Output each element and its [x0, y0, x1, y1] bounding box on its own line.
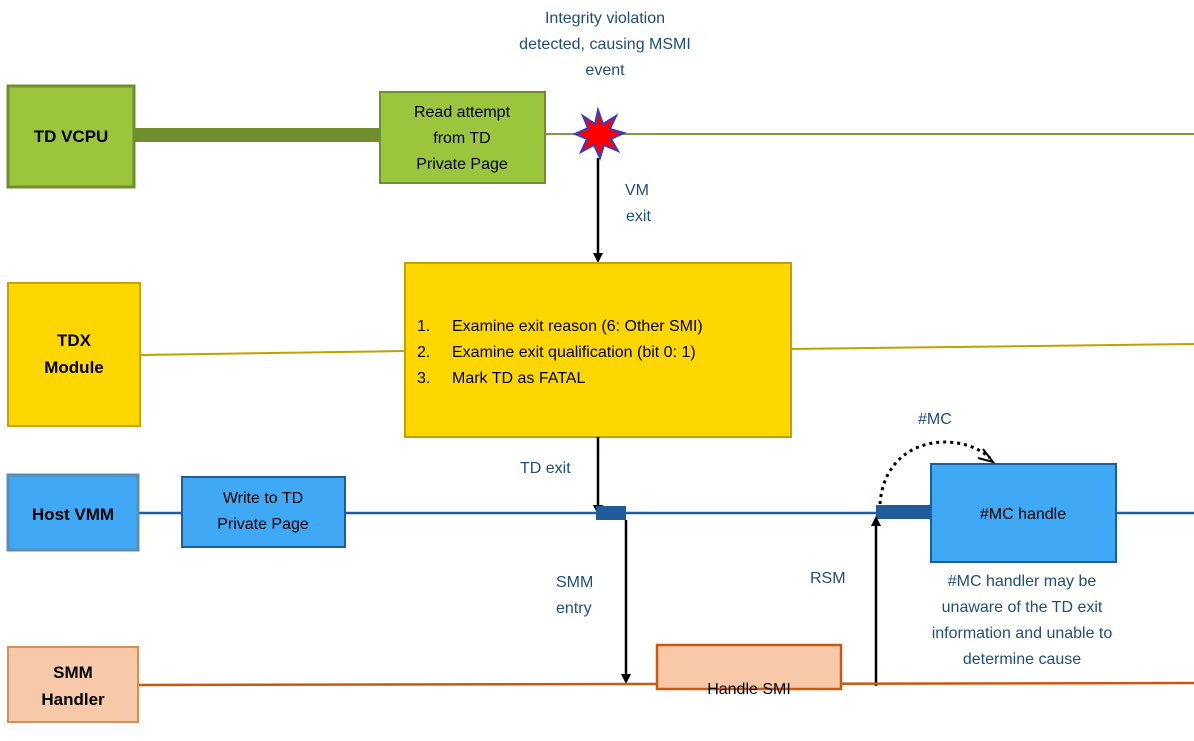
- tdx-step-2-text: Examine exit qualification (bit 0: 1): [452, 344, 696, 361]
- vmm-small-block: [596, 506, 626, 520]
- tdx-timeline-right: [790, 343, 1194, 350]
- tdx-step-2-num: 2.: [417, 344, 430, 361]
- lane-tdx-module: [7, 282, 141, 427]
- vmm-resume-thick: [876, 505, 932, 519]
- mc-dotted-arrowhead: [977, 448, 996, 464]
- lane-smm-handler: [7, 646, 139, 723]
- write-private-box: [181, 476, 346, 548]
- smm-entry-label-line2: entry: [556, 600, 592, 617]
- read-attempt-line2: from TD: [433, 130, 490, 147]
- mc-handle-label: #MC handle: [980, 506, 1066, 523]
- tdx-steps-box: [404, 262, 792, 438]
- mc-label: #MC: [918, 411, 952, 428]
- tdx-step-3-text: Mark TD as FATAL: [452, 370, 585, 387]
- mc-handle-box: [930, 463, 1117, 563]
- mc-note-line2: unaware of the TD exit: [942, 599, 1103, 616]
- lane-smm-handler-line2: Handler: [41, 690, 105, 709]
- rsm-label: RSM: [810, 570, 846, 587]
- read-attempt-box: [379, 91, 546, 184]
- write-private-line2: Private Page: [217, 516, 309, 533]
- td-exit-label: TD exit: [520, 460, 571, 477]
- handle-smi-box-body: [655, 643, 843, 691]
- tdx-timeline-left: [139, 350, 406, 356]
- handle-smi-label: Handle SMI: [707, 681, 791, 698]
- tdx-step-1-num: 1.: [417, 318, 430, 335]
- lane-smm-handler-line1: SMM: [53, 663, 93, 682]
- lane-host-vmm-label: Host VMM: [32, 505, 114, 524]
- lane-td-vcpu: [6, 84, 136, 189]
- tdx-step-1-text: Examine exit reason (6: Other SMI): [452, 318, 703, 335]
- mc-note-line1: #MC handler may be: [948, 573, 1097, 590]
- integrity-note-line3: event: [585, 62, 625, 79]
- lane-tdx-module-line2: Module: [44, 358, 104, 377]
- write-private-line1: Write to TD: [223, 490, 303, 507]
- lane-td-vcpu-label: TD VCPU: [34, 127, 109, 146]
- lane-host-vmm: [6, 473, 140, 552]
- smm-entry-label-line1: SMM: [556, 574, 593, 591]
- lane-tdx-module-line1: TDX: [57, 331, 92, 350]
- integrity-note-line1: Integrity violation: [545, 10, 665, 27]
- vm-exit-label-line2: exit: [626, 208, 651, 225]
- msmi-burst-icon: [572, 106, 627, 161]
- mc-dotted-arrow: [878, 440, 992, 505]
- read-attempt-line1: Read attempt: [414, 104, 511, 121]
- mc-note-line4: determine cause: [963, 651, 1081, 668]
- integrity-note-line2: detected, causing MSMI: [519, 36, 691, 53]
- mc-note-line3: information and unable to: [932, 625, 1113, 642]
- read-attempt-line3: Private Page: [416, 156, 508, 173]
- vm-exit-label-line1: VM: [625, 182, 649, 199]
- tdx-step-3-num: 3.: [417, 370, 430, 387]
